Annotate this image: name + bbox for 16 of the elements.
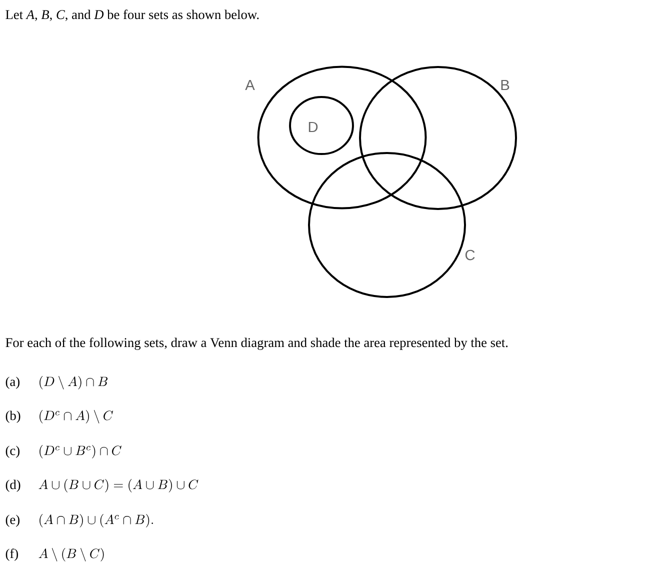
item-letter: (b) [6,410,20,423]
set-expression: $(A \cap B) \cup (A^c \cap B).$ [40,514,153,528]
item-letter: (e) [6,514,20,527]
node-label: A [245,80,255,90]
item-letter: (d) [6,480,20,492]
node-label: C [465,250,475,260]
title: Let A, B, C, and D be four sets as shown below. [6,10,259,22]
item-letter: (c) [6,446,20,458]
set-expression: $(D \setminus A) \cap B$ [40,376,108,390]
set-expression: $(D^c \cap A) \setminus C$ [40,410,114,424]
set-expression: $(D^c \cup B^c) \cap C$ [40,445,122,458]
instruction-text: For each of the following sets, draw a Venn diagram and shade the area represented by the set. [6,338,508,350]
item-letter: (a) [6,376,20,389]
set-expression: $A \setminus (B \setminus C)$ [38,548,104,562]
item-letter: (f) [6,548,18,561]
set-expression: $A \cup (B \cup C) = (A \cup B) \cup C$ [38,479,198,492]
